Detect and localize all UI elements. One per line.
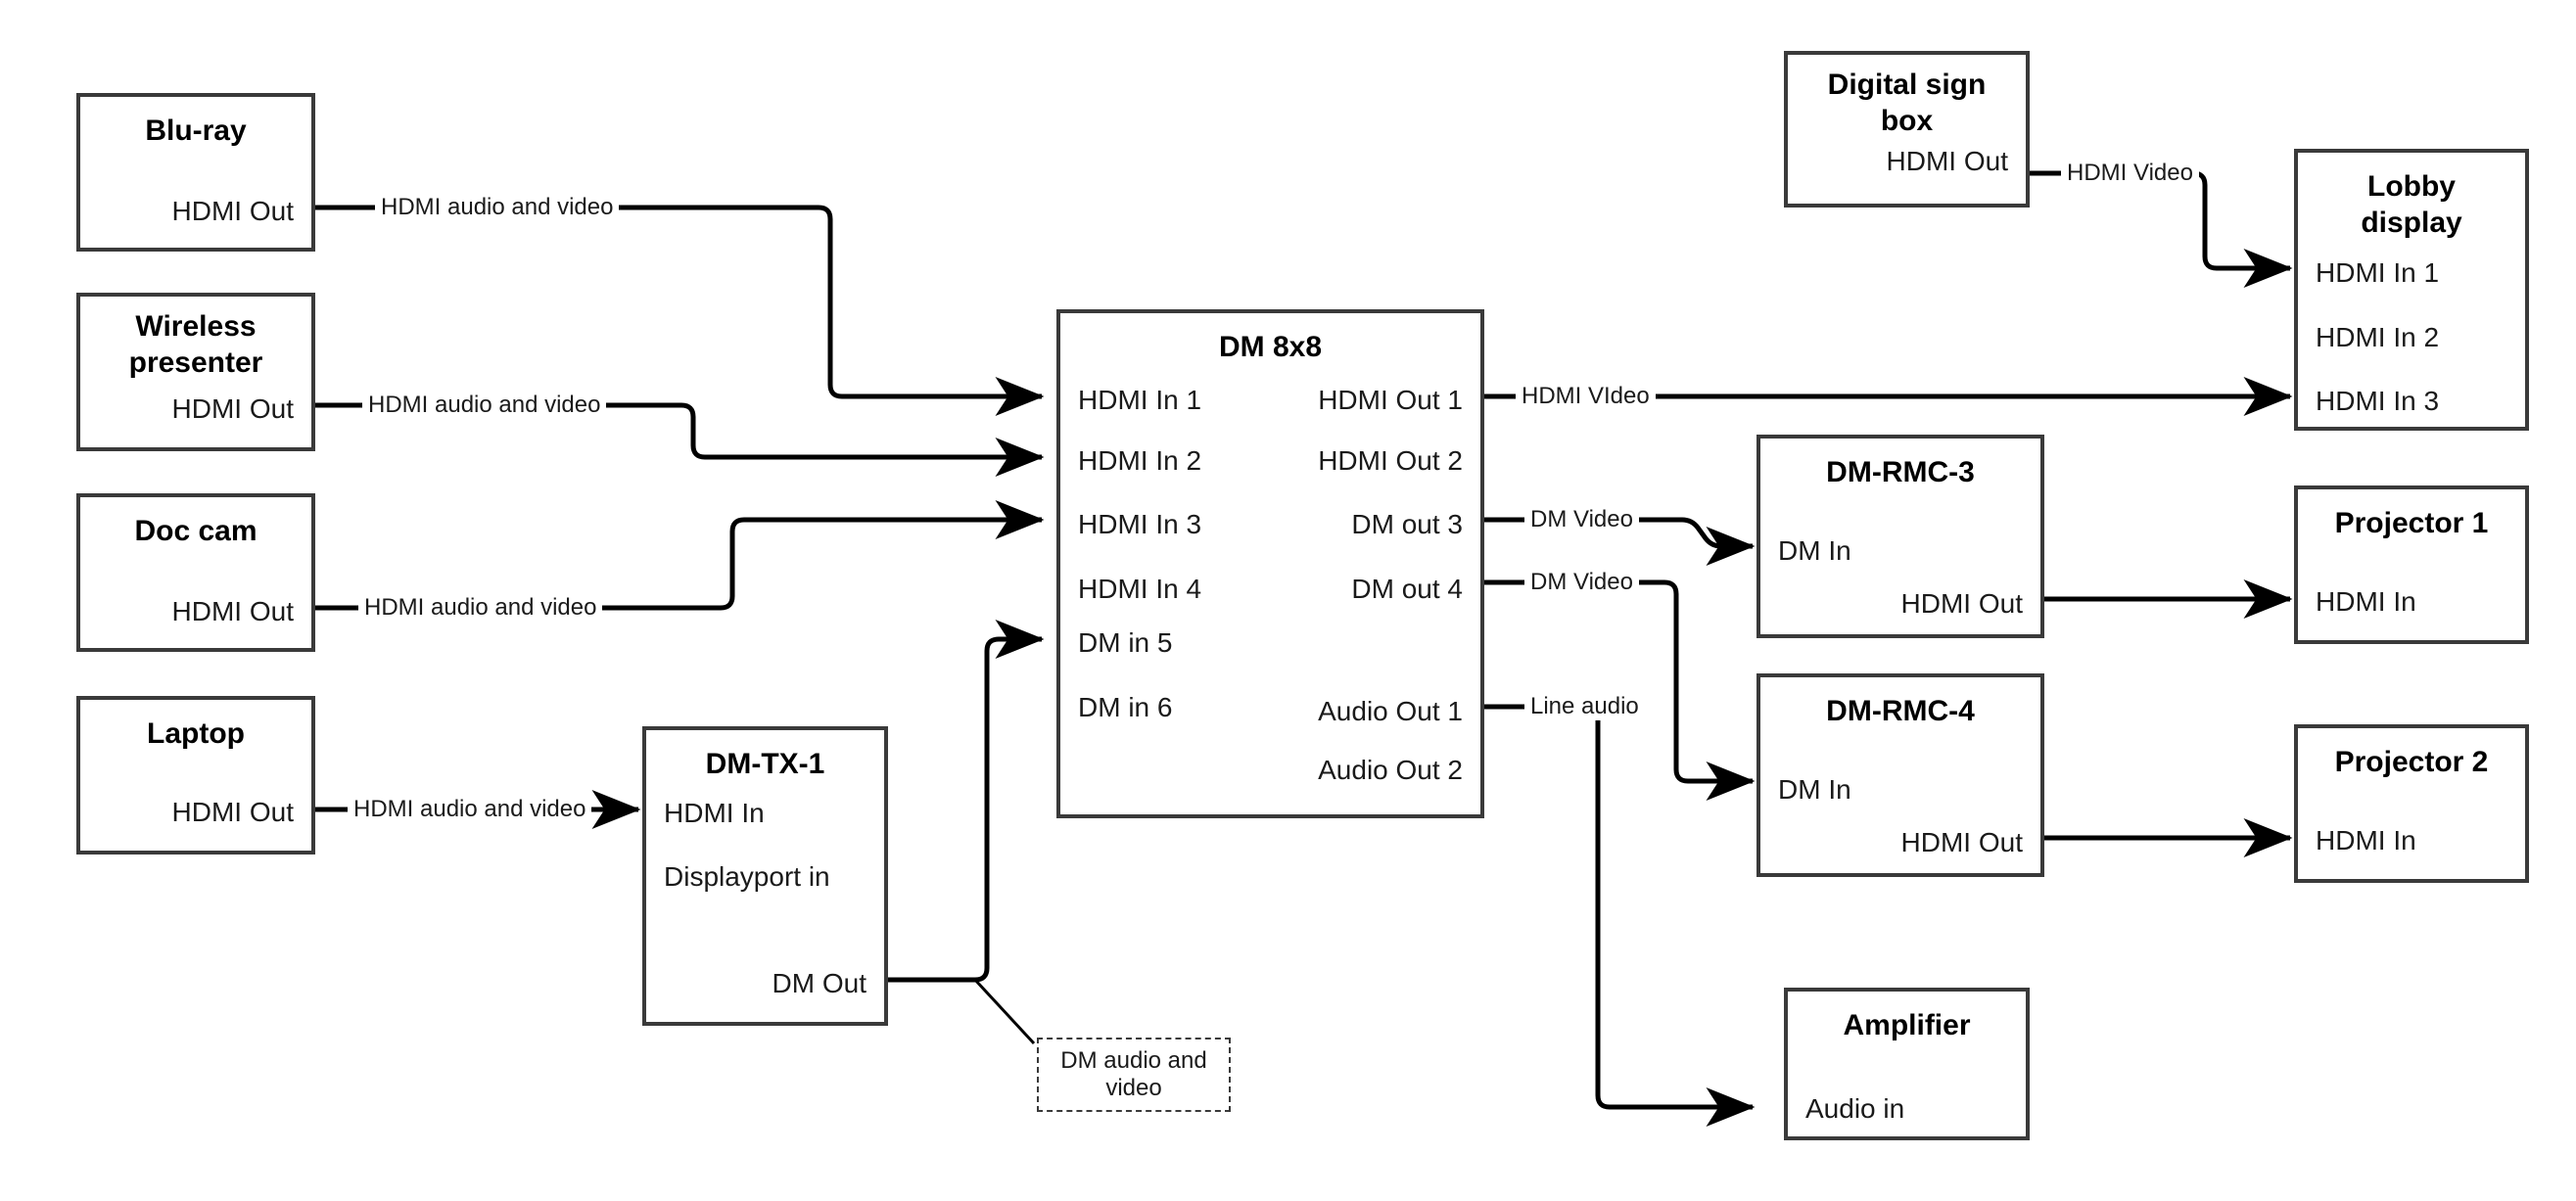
port-dm-tx-1-displayport-in: Displayport in: [664, 861, 830, 892]
node-title-wireless-presenter-line2: presenter: [128, 346, 263, 379]
edge-label-dmout1-hdmi-video: HDMI VIdeo: [1516, 383, 1656, 410]
node-title-dm-tx-1: DM-TX-1: [705, 748, 825, 780]
port-dm-8x8-hdmi-out-1: HDMI Out 1: [1318, 385, 1463, 415]
wire-bluray-to-dm-in1: [315, 205, 1045, 416]
port-projector-1-hdmi-in: HDMI In: [2316, 586, 2416, 617]
node-projector-2[interactable]: Projector 2 HDMI In: [2294, 724, 2529, 883]
port-wireless-presenter-hdmi-out: HDMI Out: [171, 393, 294, 424]
port-dm-rmc-4-dm-in: DM In: [1778, 774, 1851, 805]
edge-label-dmout4-dm-video: DM Video: [1524, 569, 1639, 596]
node-title-digital-sign-box-line2: box: [1880, 105, 1934, 137]
node-amplifier[interactable]: Amplifier Audio in: [1784, 988, 2030, 1140]
port-dm-8x8-hdmi-in-4: HDMI In 4: [1078, 574, 1202, 604]
port-dm-8x8-hdmi-in-2: HDMI In 2: [1078, 445, 1202, 476]
leader-line-dm-note: [972, 977, 1036, 1045]
node-title-lobby-display-line2: display: [2361, 207, 2462, 239]
port-dm-tx-1-hdmi-in: HDMI In: [664, 798, 765, 828]
port-dm-8x8-hdmi-in-3: HDMI In 3: [1078, 509, 1202, 539]
edge-label-sign-hdmi-video: HDMI Video: [2061, 160, 2199, 187]
port-dm-8x8-audio-out-2: Audio Out 2: [1318, 755, 1463, 785]
node-lobby-display[interactable]: Lobby display HDMI In 1 HDMI In 2 HDMI I…: [2294, 149, 2529, 431]
port-dm-8x8-audio-out-1: Audio Out 1: [1318, 696, 1463, 726]
node-title-lobby-display-line1: Lobby: [2367, 170, 2456, 203]
wire-dmout4-to-rmc4: [1484, 579, 1756, 801]
edge-label-doccam-hdmi-av: HDMI audio and video: [358, 594, 603, 622]
port-laptop-hdmi-out: HDMI Out: [171, 797, 294, 827]
node-wireless-presenter[interactable]: Wireless presenter HDMI Out: [76, 293, 315, 451]
port-dm-8x8-dm-in-6: DM in 6: [1078, 692, 1173, 722]
node-dm-rmc-4[interactable]: DM-RMC-4 DM In HDMI Out: [1756, 673, 2044, 877]
edge-label-laptop-hdmi-av: HDMI audio and video: [348, 796, 592, 823]
node-doc-cam[interactable]: Doc cam HDMI Out: [76, 493, 315, 652]
node-title-wireless-presenter-line1: Wireless: [135, 310, 257, 343]
edge-label-audioout1-line-audio: Line audio: [1524, 693, 1645, 720]
port-lobby-display-hdmi-in-1: HDMI In 1: [2316, 257, 2440, 288]
node-title-doc-cam: Doc cam: [134, 515, 258, 547]
port-digital-sign-box-hdmi-out: HDMI Out: [1886, 146, 2008, 176]
node-title-amplifier: Amplifier: [1843, 1009, 1971, 1041]
node-digital-sign-box[interactable]: Digital sign box HDMI Out: [1784, 51, 2030, 208]
node-title-projector-1: Projector 1: [2334, 507, 2489, 539]
port-dm-rmc-4-hdmi-out: HDMI Out: [1900, 827, 2023, 857]
node-title-digital-sign-box-line1: Digital sign: [1827, 69, 1987, 101]
port-dm-tx-1-dm-out: DM Out: [772, 968, 866, 998]
note-dm-audio-and-video: DM audio and video: [1037, 1038, 1231, 1112]
node-title-dm-8x8: DM 8x8: [1218, 331, 1323, 363]
node-title-projector-2: Projector 2: [2334, 746, 2489, 778]
port-blu-ray-hdmi-out: HDMI Out: [171, 196, 294, 226]
edge-label-dmout3-dm-video: DM Video: [1524, 506, 1639, 533]
node-projector-1[interactable]: Projector 1 HDMI In: [2294, 485, 2529, 644]
wire-sign-to-lobby-in1: [2030, 170, 2293, 288]
node-laptop[interactable]: Laptop HDMI Out: [76, 696, 315, 855]
node-title-dm-rmc-3: DM-RMC-3: [1826, 456, 1975, 488]
port-dm-8x8-hdmi-in-1: HDMI In 1: [1078, 385, 1202, 415]
node-title-dm-rmc-4: DM-RMC-4: [1826, 695, 1975, 727]
port-projector-2-hdmi-in: HDMI In: [2316, 825, 2416, 855]
node-blu-ray[interactable]: Blu-ray HDMI Out: [76, 93, 315, 252]
node-title-laptop: Laptop: [147, 717, 245, 750]
port-lobby-display-hdmi-in-2: HDMI In 2: [2316, 322, 2440, 352]
wire-tx-to-dm-in5: [888, 620, 1045, 983]
port-dm-8x8-dm-out-4: DM out 4: [1351, 574, 1463, 604]
note-line-2: video: [1105, 1075, 1162, 1101]
port-dm-8x8-dm-in-5: DM in 5: [1078, 627, 1173, 658]
node-dm-rmc-3[interactable]: DM-RMC-3 DM In HDMI Out: [1756, 435, 2044, 638]
port-dm-rmc-3-dm-in: DM In: [1778, 535, 1851, 566]
port-lobby-display-hdmi-in-3: HDMI In 3: [2316, 386, 2440, 416]
wire-audioout1-to-amp: [1484, 704, 1756, 1127]
port-dm-8x8-hdmi-out-2: HDMI Out 2: [1318, 445, 1463, 476]
node-dm-tx-1[interactable]: DM-TX-1 HDMI In Displayport in DM Out: [642, 726, 888, 1026]
port-dm-rmc-3-hdmi-out: HDMI Out: [1900, 588, 2023, 619]
node-dm-8x8[interactable]: DM 8x8 HDMI In 1 HDMI In 2 HDMI In 3 HDM…: [1056, 309, 1484, 818]
node-title-blu-ray: Blu-ray: [145, 115, 247, 147]
port-amplifier-audio-in: Audio in: [1805, 1093, 1905, 1124]
edge-label-bluray-hdmi-av: HDMI audio and video: [375, 194, 620, 221]
note-line-1: DM audio and: [1060, 1047, 1207, 1074]
edge-label-wireless-hdmi-av: HDMI audio and video: [362, 392, 607, 419]
port-dm-8x8-dm-out-3: DM out 3: [1351, 509, 1463, 539]
port-doc-cam-hdmi-out: HDMI Out: [171, 596, 294, 626]
